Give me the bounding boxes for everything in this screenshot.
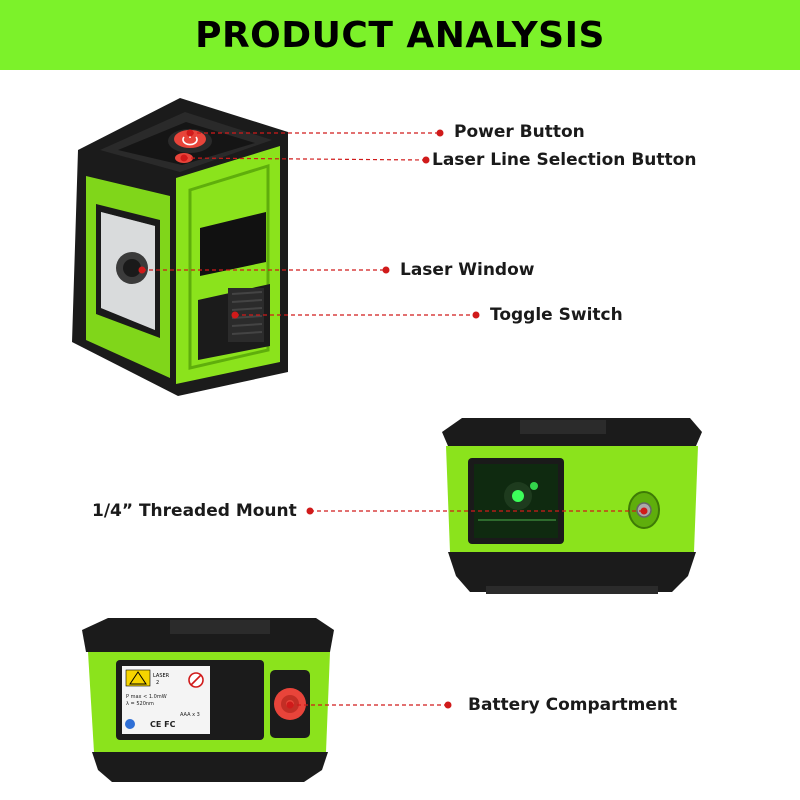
callout-toggle-switch: Toggle Switch [490,305,623,325]
power-button-dot [186,129,194,137]
title-banner: PRODUCT ANALYSIS [0,0,800,70]
callout-leaders [142,132,644,706]
laser-level-side-view [442,418,702,594]
back-label-laser-text: LASER [153,673,170,679]
back-label-battery: AAA x 3 [180,712,200,718]
callout-dots [138,129,648,709]
threaded-mount-dot [640,507,648,515]
toggle-switch-dot [231,311,239,319]
callout-laser-line-selection-button: Laser Line Selection Button [432,150,697,170]
back-label-spec-power: P max < 1.0mW [126,694,167,700]
callout-battery-compartment: Battery Compartment [468,695,678,715]
laser-window-dot [138,266,146,274]
laser-level-front-view [72,98,288,396]
callout-laser-window: Laser Window [400,260,535,280]
battery-compartment-dot [286,701,294,709]
back-label-spec-wavelength: λ = 520nm [126,701,154,707]
back-label-class-text: 2 [156,680,159,686]
callout-power-button: Power Button [454,122,585,142]
laser-line-selection-dot [180,154,188,162]
back-label-certification-marks: CE FC [150,720,176,729]
callout-threaded-mount: 1/4” Threaded Mount [92,501,297,521]
page-title: PRODUCT ANALYSIS [195,15,605,56]
laser-level-back-view: LASER 2 P max < 1.0mW λ = 520nm AAA x 3 … [82,618,334,782]
